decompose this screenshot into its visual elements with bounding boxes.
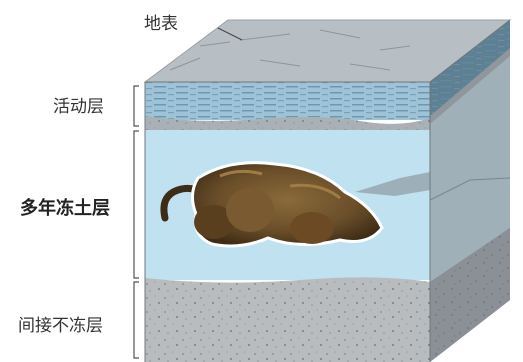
unfrozen-layer-label: 间接不冻层 [18, 316, 103, 336]
bracket-unfrozen-layer [134, 282, 139, 358]
unfrozen-layer-band [145, 277, 430, 362]
active-layer-band [145, 82, 430, 120]
active-layer-label: 活动层 [53, 97, 104, 117]
surface-label: 地表 [144, 14, 178, 34]
bracket-active-layer [134, 86, 139, 126]
bracket-permafrost [134, 131, 139, 278]
permafrost-label: 多年冻土层 [20, 199, 110, 219]
